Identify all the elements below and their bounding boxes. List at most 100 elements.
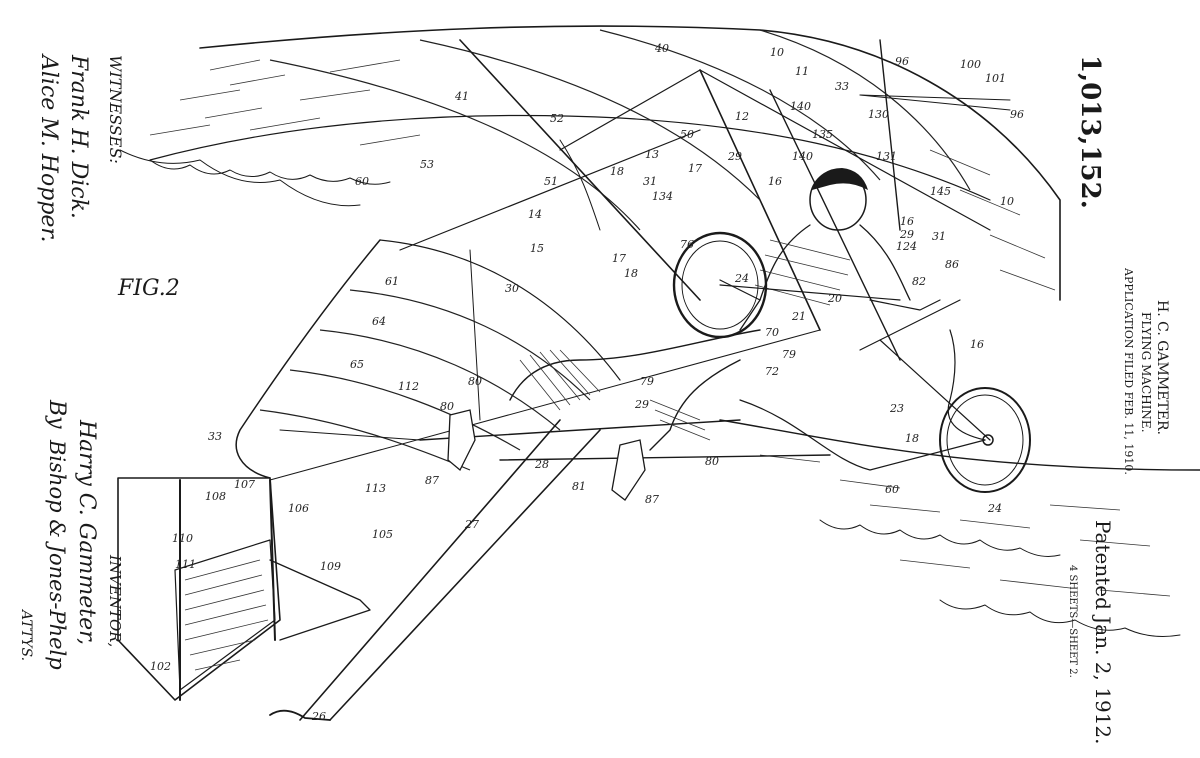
ref-numeral: 50 xyxy=(680,128,694,141)
ref-numeral: 111 xyxy=(175,558,196,571)
ref-numeral: 10 xyxy=(770,46,784,59)
inventor-name: H. C. GAMMETER. xyxy=(1154,300,1170,435)
witnesses-block: WITNESSES: Frank H. Dick. Alice M. Hoppe… xyxy=(36,53,125,243)
ref-numeral: 105 xyxy=(372,528,393,541)
ref-numeral: 113 xyxy=(365,482,386,495)
witnesses-heading: WITNESSES: xyxy=(106,55,125,164)
ref-numeral: 26 xyxy=(311,710,326,723)
patent-number: 1,013,152. xyxy=(1075,55,1105,209)
invention-title: FLYING MACHINE. xyxy=(1139,312,1153,433)
ref-numeral: 60 xyxy=(355,175,369,188)
patent-header: 1,013,152. H. C. GAMMETER. FLYING MACHIN… xyxy=(1067,55,1170,745)
ref-numeral: 29 xyxy=(727,150,742,163)
ref-numeral: 33 xyxy=(208,430,222,443)
ref-numeral: 16 xyxy=(970,338,984,351)
ref-numeral: 106 xyxy=(288,502,309,515)
ref-numeral: 65 xyxy=(350,358,364,371)
ref-numeral: 41 xyxy=(454,90,469,103)
ref-numeral: 135 xyxy=(812,128,833,141)
rudder xyxy=(117,477,371,701)
ref-numeral: 28 xyxy=(534,458,549,471)
ref-numeral: 40 xyxy=(654,42,669,55)
ref-numeral: 87 xyxy=(645,493,659,506)
ref-numeral: 87 xyxy=(425,474,439,487)
inventor-heading: INVENTOR, xyxy=(106,554,124,647)
ref-numeral: 11 xyxy=(795,65,809,78)
ref-numeral: 109 xyxy=(320,560,341,573)
ref-numeral: 30 xyxy=(505,282,519,295)
figure-label: FIG.2 xyxy=(117,276,180,301)
ref-numeral: 17 xyxy=(612,252,626,265)
ref-numeral: 76 xyxy=(680,238,694,251)
reference-numerals: 40 10 11 33 96 100 101 96 140 130 135 14… xyxy=(150,42,1024,723)
ref-numeral: 27 xyxy=(464,518,479,531)
ref-numeral: 110 xyxy=(172,532,193,545)
ref-numeral: 108 xyxy=(205,490,226,503)
sheet-count: 4 SHEETS—SHEET 2. xyxy=(1067,565,1078,678)
ref-numeral: 134 xyxy=(652,190,673,203)
ref-numeral: 24 xyxy=(734,272,749,285)
ref-numeral: 80 xyxy=(705,455,719,468)
ref-numeral: 107 xyxy=(234,478,255,491)
ref-numeral: 131 xyxy=(876,150,897,163)
ref-numeral: 145 xyxy=(930,185,951,198)
witness-signature-1: Frank H. Dick. xyxy=(66,54,91,219)
ref-numeral: 70 xyxy=(765,326,779,339)
ref-numeral: 140 xyxy=(790,100,811,113)
ref-numeral: 82 xyxy=(912,275,926,288)
landing-wheel xyxy=(739,387,1031,493)
pilot-figure xyxy=(447,168,941,501)
frame-struts xyxy=(269,39,1011,721)
ref-numeral: 86 xyxy=(945,258,959,271)
ref-numeral: 51 xyxy=(544,175,558,188)
ref-numeral: 18 xyxy=(905,432,919,445)
ref-numeral: 101 xyxy=(985,72,1006,85)
ref-numeral: 24 xyxy=(987,502,1002,515)
ref-numeral: 60 xyxy=(885,483,899,496)
by-label: By xyxy=(44,399,69,429)
ref-numeral: 112 xyxy=(398,380,419,393)
ref-numeral: 80 xyxy=(440,400,454,413)
ref-numeral: 20 xyxy=(827,292,842,305)
tail-wing xyxy=(119,149,621,479)
inventor-block: INVENTOR, Harry C. Gammeter, By Bishop &… xyxy=(18,399,124,670)
ref-numeral: 18 xyxy=(624,267,638,280)
ref-numeral: 12 xyxy=(735,110,749,123)
ref-numeral: 10 xyxy=(1000,195,1014,208)
ref-numeral: 140 xyxy=(792,150,813,163)
ref-numeral: 64 xyxy=(372,315,386,328)
ref-numeral: 23 xyxy=(889,402,904,415)
ref-numeral: 33 xyxy=(835,80,849,93)
ref-numeral: 53 xyxy=(420,158,434,171)
attorneys-signature: Bishop & Jones-Phelp xyxy=(45,439,69,670)
inventor-signature: Harry C. Gammeter, xyxy=(74,419,99,645)
ref-numeral: 80 xyxy=(468,375,482,388)
ref-numeral: 16 xyxy=(900,215,914,228)
ref-numeral: 18 xyxy=(610,165,624,178)
ref-numeral: 79 xyxy=(782,348,796,361)
witness-signature-2: Alice M. Hopper. xyxy=(36,53,61,243)
ref-numeral: 124 xyxy=(896,240,917,253)
ref-numeral: 72 xyxy=(765,365,779,378)
ref-numeral: 21 xyxy=(791,310,806,323)
attys-label: ATTYS. xyxy=(18,608,34,661)
ref-numeral: 61 xyxy=(385,275,399,288)
ref-numeral: 81 xyxy=(572,480,586,493)
ref-numeral: 96 xyxy=(1010,108,1024,121)
ref-numeral: 52 xyxy=(550,112,564,125)
ref-numeral: 100 xyxy=(960,58,981,71)
patented-date: Patented Jan. 2, 1912. xyxy=(1091,520,1115,745)
ref-numeral: 15 xyxy=(530,242,544,255)
ref-numeral: 102 xyxy=(150,660,171,673)
ref-numeral: 29 xyxy=(634,398,649,411)
ref-numeral: 31 xyxy=(643,175,657,188)
ref-numeral: 96 xyxy=(895,55,909,68)
ref-numeral: 31 xyxy=(932,230,946,243)
ref-numeral: 16 xyxy=(768,175,782,188)
steering-wheel xyxy=(672,231,901,339)
upper-wing xyxy=(149,25,1061,301)
ref-numeral: 13 xyxy=(645,148,659,161)
ref-numeral: 14 xyxy=(528,208,542,221)
ref-numeral: 79 xyxy=(640,375,654,388)
